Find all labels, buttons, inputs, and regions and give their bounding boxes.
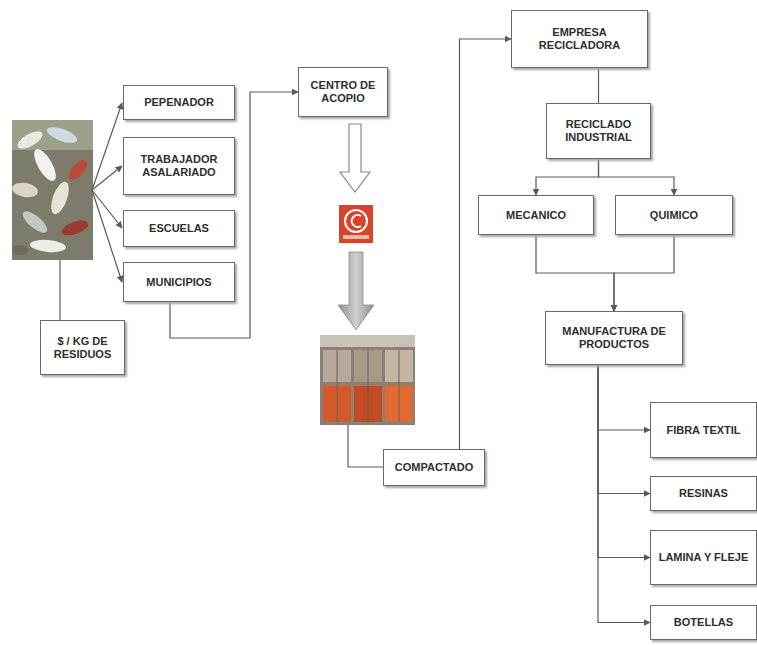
- process-box: QUIMICO: [615, 195, 733, 235]
- process-box: MECANICO: [478, 195, 594, 235]
- process-box: MANUFACTURA DE PRODUCTOS: [545, 311, 683, 365]
- flow-connector: [598, 68, 599, 103]
- box-label: MECANICO: [506, 209, 566, 222]
- box-content: MUNICIPIOS: [146, 276, 211, 289]
- process-box: EMPRESA RECICLADORA: [511, 10, 648, 68]
- process-box: RECICLADO INDUSTRIAL: [546, 103, 651, 159]
- box-content: TRABAJADOR ASALARIADO: [129, 153, 229, 179]
- process-box: CENTRO DE ACOPIO: [298, 67, 388, 117]
- bale-line: [348, 425, 383, 467]
- box-label: MANUFACTURA DE PRODUCTOS: [551, 325, 677, 351]
- box-content: QUIMICO: [650, 209, 698, 222]
- flow-connector: [599, 159, 675, 195]
- box-label: FIBRA TEXTIL: [666, 424, 740, 437]
- box-label: QUIMICO: [650, 209, 698, 222]
- flow-connector: [614, 235, 674, 311]
- process-box: RESINAS: [650, 476, 757, 511]
- box-content: $ / KG DE RESIDUOS: [46, 335, 119, 361]
- flow-connector: [598, 365, 650, 623]
- box-content: MANUFACTURA DE PRODUCTOS: [551, 325, 677, 351]
- process-box: TRABAJADOR ASALARIADO: [123, 137, 235, 195]
- box-content: ESCUELAS: [149, 222, 209, 235]
- box-content: RECICLADO INDUSTRIAL: [552, 118, 645, 144]
- flow-connector: [598, 365, 650, 430]
- logo-symbol: [339, 205, 373, 243]
- box-content: PEPENADOR: [144, 96, 214, 109]
- flow-connector: [598, 365, 650, 494]
- box-content: COMPACTADO: [395, 461, 473, 474]
- gray-arrow: [338, 252, 374, 330]
- box-content: RESINAS: [679, 487, 728, 500]
- flow-connector: [460, 39, 512, 449]
- box-label: COMPACTADO: [395, 461, 473, 474]
- box-label: TRABAJADOR ASALARIADO: [129, 153, 229, 179]
- process-box: MUNICIPIOS: [123, 262, 235, 302]
- box-label: $ / KG DE RESIDUOS: [46, 335, 119, 361]
- flow-connector: [598, 365, 650, 558]
- process-box: LAMINA Y FLEJE: [650, 530, 757, 585]
- box-label: PEPENADOR: [144, 96, 214, 109]
- box-content: BOTELLAS: [674, 616, 733, 629]
- box-label: ESCUELAS: [149, 222, 209, 235]
- box-label: MUNICIPIOS: [146, 276, 211, 289]
- process-box: ESCUELAS: [123, 210, 235, 247]
- box-label: CENTRO DE ACOPIO: [304, 79, 382, 105]
- box-label: EMPRESA RECICLADORA: [517, 26, 642, 52]
- process-box: COMPACTADO: [383, 449, 485, 486]
- box-label: RECICLADO INDUSTRIAL: [552, 118, 645, 144]
- waste-photo: [11, 120, 93, 260]
- photo-arrows: [60, 103, 122, 320]
- box-content: MECANICO: [506, 209, 566, 222]
- box-label: LAMINA Y FLEJE: [659, 551, 749, 564]
- box-content: LAMINA Y FLEJE: [659, 551, 749, 564]
- flow-connector: [536, 235, 614, 311]
- process-box: BOTELLAS: [650, 605, 757, 640]
- box-content: EMPRESA RECICLADORA: [517, 26, 642, 52]
- flow-connector: [536, 159, 599, 195]
- box-content: CENTRO DE ACOPIO: [304, 79, 382, 105]
- box-label: RESINAS: [679, 487, 728, 500]
- process-box: $ / KG DE RESIDUOS: [40, 320, 125, 375]
- process-box: PEPENADOR: [123, 85, 235, 120]
- hollow-arrow: [340, 124, 370, 192]
- box-label: BOTELLAS: [674, 616, 733, 629]
- process-box: FIBRA TEXTIL: [650, 402, 757, 458]
- box-content: FIBRA TEXTIL: [666, 424, 740, 437]
- bale-photo: [320, 335, 415, 425]
